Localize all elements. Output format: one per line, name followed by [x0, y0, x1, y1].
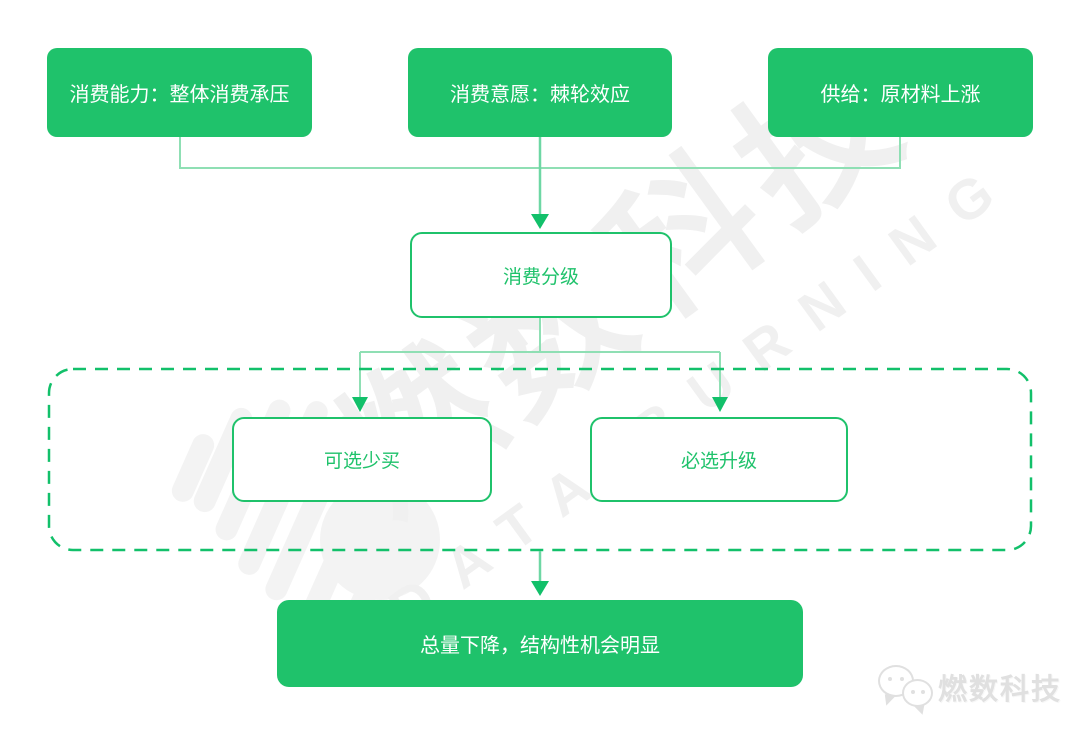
arrowhead-to-conclusion-node: [531, 581, 549, 596]
arrowhead-to-left-branch: [352, 397, 368, 412]
bubble-eye: [921, 690, 925, 694]
footer-brand: 燃数科技: [876, 655, 1060, 719]
arrowhead-to-right-branch: [712, 397, 728, 412]
arrowhead-to-center-node: [531, 214, 549, 229]
node-essential-upgrade: 必选升级: [590, 417, 848, 502]
node-label: 消费意愿：棘轮效应: [450, 84, 630, 106]
node-optional-buy-less: 可选少买: [232, 417, 492, 502]
connector-branch-split-line: [359, 318, 721, 399]
dashed-group-border: [47, 367, 1033, 552]
footer-brand-name: 燃数科技: [938, 674, 1063, 706]
bubble-eye: [911, 690, 915, 694]
node-label: 消费分级: [502, 266, 579, 288]
bubble-eye: [900, 677, 904, 681]
brand-chat-bubbles-icon: [876, 657, 938, 717]
bubble-eye: [888, 677, 892, 681]
node-supply: 供给：原材料上涨: [768, 48, 1033, 137]
node-label: 必选升级: [680, 451, 757, 472]
node-label: 可选少买: [323, 451, 400, 472]
chat-bubble-small: [902, 679, 933, 707]
node-consumption-willingness: 消费意愿：棘轮效应: [408, 48, 672, 137]
node-label: 消费能力：整体消费承压: [69, 84, 290, 106]
node-consumption-grading: 消费分级: [410, 232, 672, 318]
node-consumption-capability: 消费能力：整体消费承压: [47, 48, 312, 137]
node-label: 供给：原材料上涨: [820, 84, 981, 106]
node-label: 总量下降，结构性机会明显: [420, 635, 660, 657]
node-conclusion: 总量下降，结构性机会明显: [277, 600, 803, 687]
